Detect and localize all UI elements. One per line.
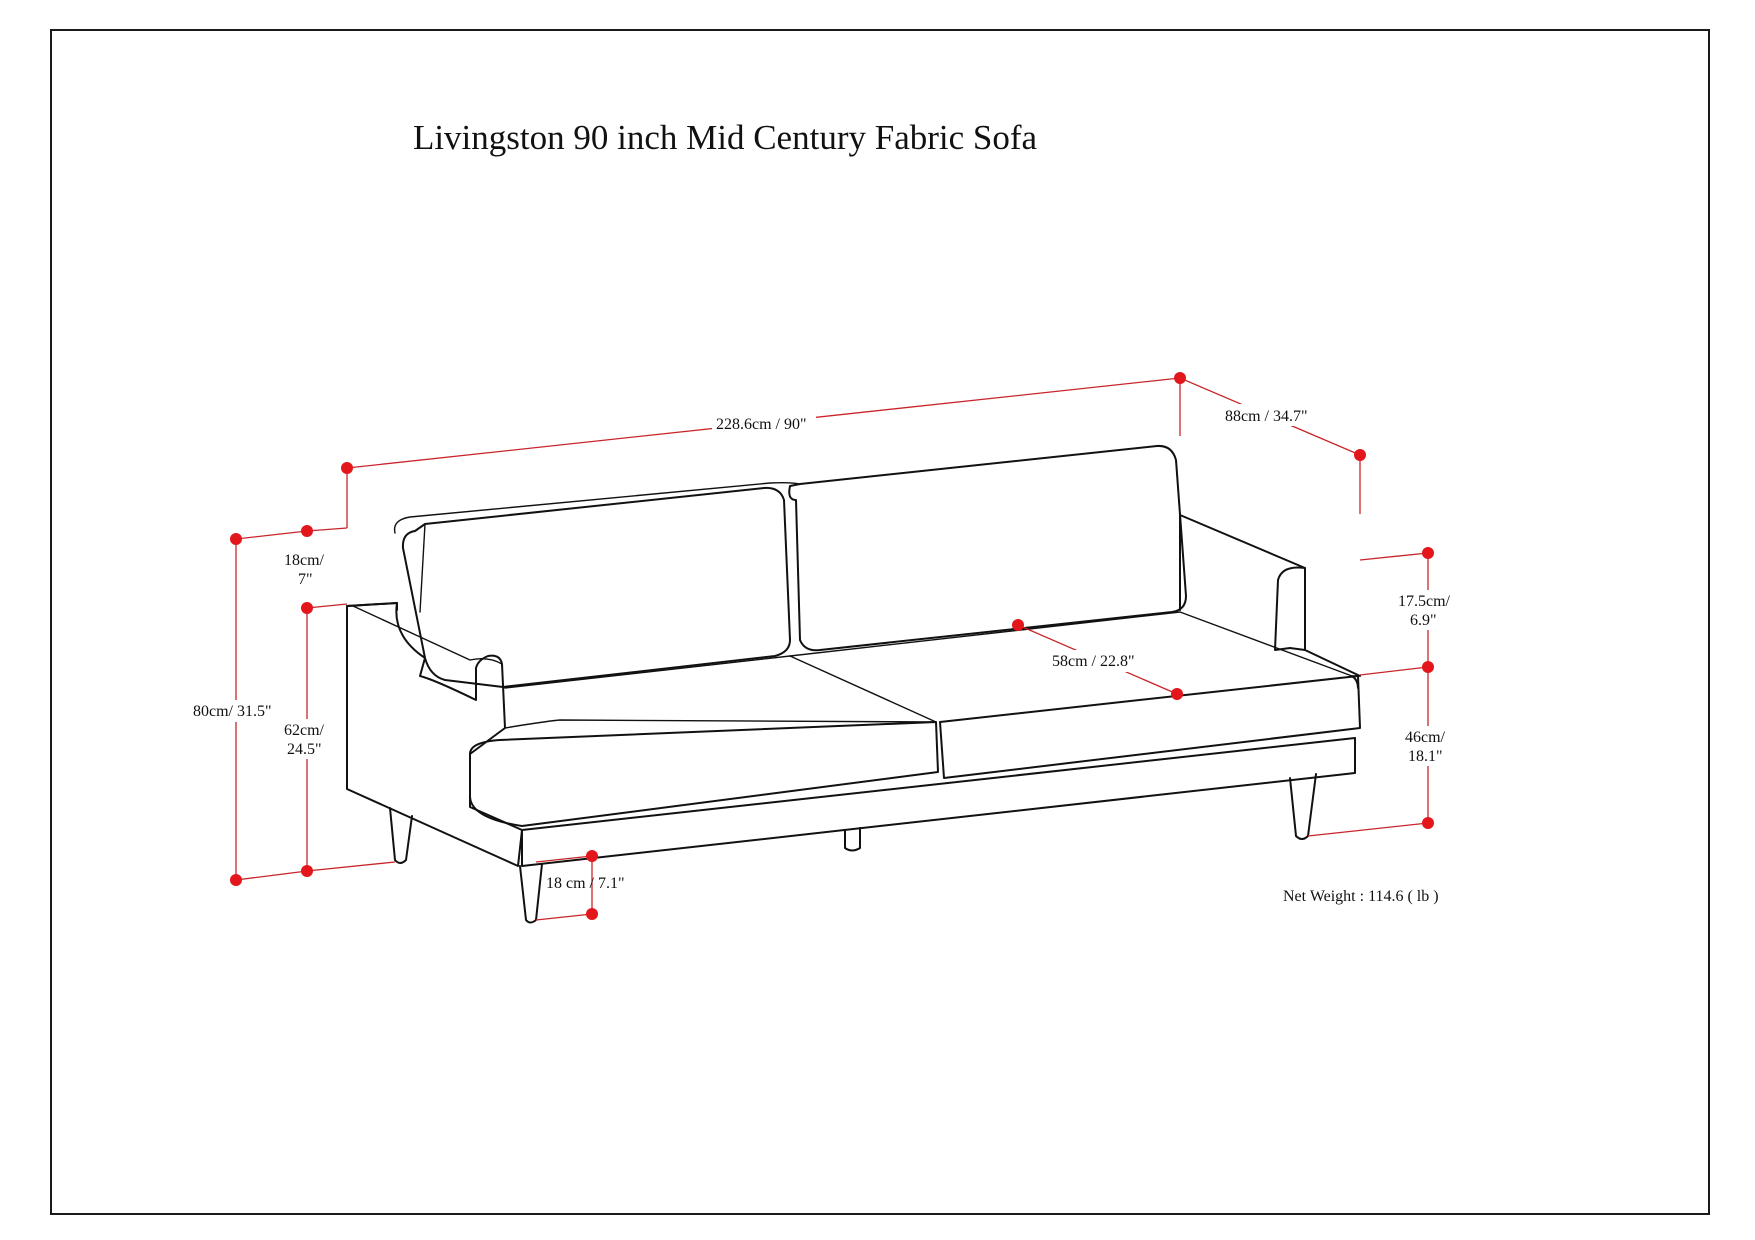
sofa-base-rail	[521, 737, 1356, 867]
label-seat-depth: 58cm / 22.8"	[1052, 653, 1135, 670]
leg-back-center	[844, 827, 861, 852]
drawing-frame	[50, 29, 1710, 1215]
left-arm	[346, 602, 523, 867]
leg-front-left	[519, 863, 543, 924]
dimension-dots	[230, 372, 1434, 920]
label-leg-height: 18 cm / 7.1"	[546, 875, 625, 892]
label-overall-depth: 88cm / 34.7"	[1225, 408, 1308, 425]
seat-cushion-left	[469, 721, 939, 827]
back-cushion-right	[788, 444, 1187, 652]
label-seat-height-line1: 46cm/	[1405, 729, 1446, 746]
net-weight: Net Weight : 114.6 ( lb )	[1283, 888, 1439, 905]
sofa-drawing	[346, 444, 1361, 924]
label-arm-width-line2: 7"	[298, 571, 313, 588]
right-arm	[1179, 514, 1361, 677]
leg-front-right	[1289, 773, 1317, 840]
label-seat-thickness-line1: 17.5cm/	[1398, 593, 1451, 610]
label-arm-width-line1: 18cm/	[284, 552, 325, 569]
label-overall-width: 228.6cm / 90"	[716, 416, 807, 433]
dimension-labels: 228.6cm / 90" 88cm / 34.7" 80cm/ 31.5" 1…	[192, 404, 1460, 905]
label-overall-height: 80cm/ 31.5"	[193, 703, 272, 720]
page-title: Livingston 90 inch Mid Century Fabric So…	[412, 118, 1038, 157]
seat-cushion-right	[939, 675, 1361, 779]
label-seat-thickness-line2: 6.9"	[1410, 612, 1437, 629]
leg-back-left	[389, 807, 413, 864]
label-seat-height-line2: 18.1"	[1408, 748, 1443, 765]
label-arm-height-line2: 24.5"	[287, 741, 322, 758]
label-arm-height-line1: 62cm/	[284, 722, 325, 739]
left-arm-top	[346, 602, 398, 611]
back-cushion-left	[401, 486, 791, 688]
